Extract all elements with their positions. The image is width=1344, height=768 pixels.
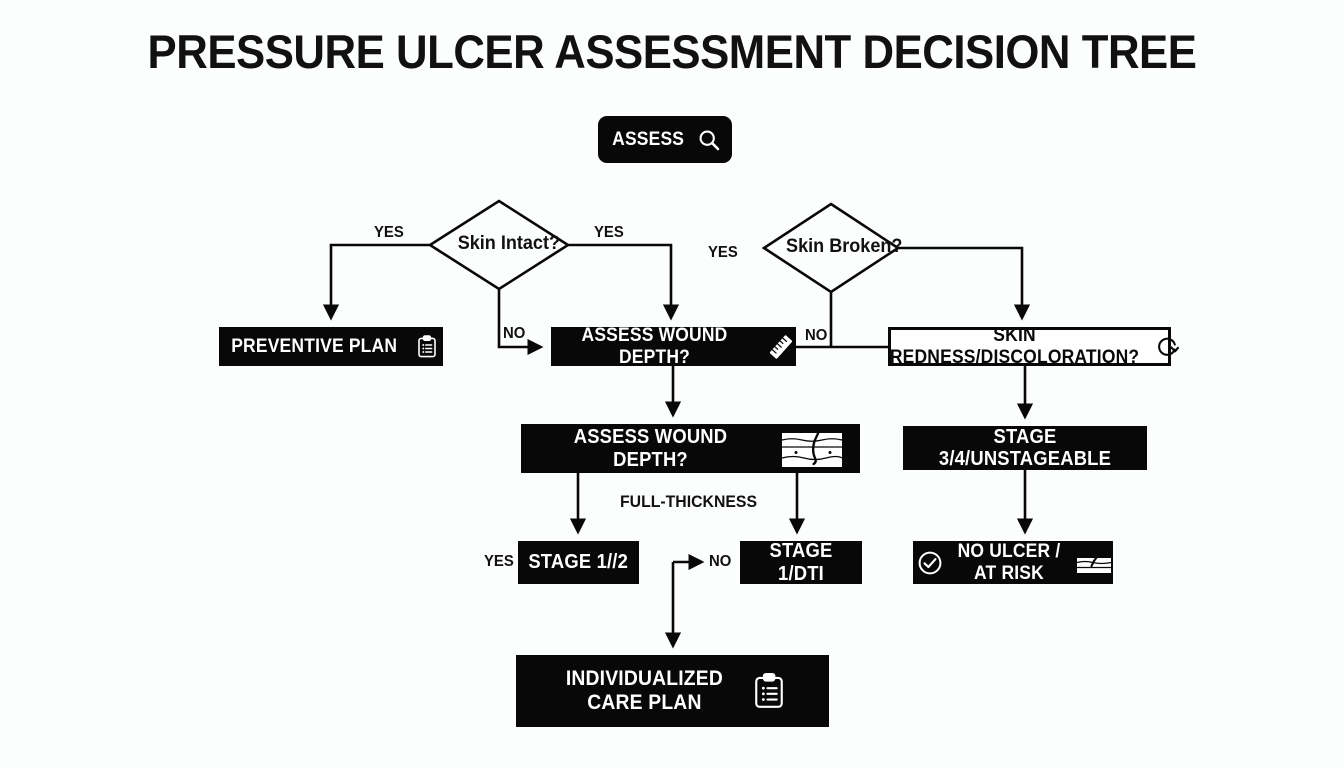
- node-preventive-plan-label: PREVENTIVE PLAN: [231, 335, 397, 357]
- edge-label-no-stage: NO: [709, 553, 732, 570]
- edge-skin-broken-yes-to-skin-redness: [898, 246, 1031, 321]
- node-skin-redness-label: SKIN REDNESS/DISCOLORATION?: [889, 325, 1140, 368]
- node-assess-label: ASSESS: [612, 128, 685, 150]
- page-title: PRESSURE ULCER ASSESSMENT DECISION TREE: [147, 25, 1197, 78]
- magnifier-icon: [697, 128, 721, 152]
- node-preventive-plan[interactable]: PREVENTIVE PLAN: [219, 327, 443, 366]
- node-individualized-care-plan-label: INDIVIDUALIZED CARE PLAN: [565, 667, 724, 714]
- edge-skin-intact-yes-to-assess-wound-depth: [568, 243, 680, 321]
- node-assess-wound-depth-2-label: ASSESS WOUND DEPTH?: [573, 426, 728, 471]
- edge-label-full-thickness: FULL-THICKNESS: [620, 492, 758, 511]
- edge-label-yes-left: YES: [374, 224, 404, 241]
- node-assess-wound-depth-2[interactable]: ASSESS WOUND DEPTH?: [521, 424, 860, 473]
- node-individualized-care-plan[interactable]: INDIVIDUALIZED CARE PLAN: [516, 655, 829, 727]
- skin-cross-section-icon: [780, 426, 844, 471]
- skin-dressing-icon: [1075, 548, 1113, 578]
- edge-label-yes-skin-broken: YES: [708, 244, 738, 261]
- node-no-ulcer-at-risk[interactable]: NO ULCER / AT RISK: [913, 541, 1113, 584]
- diamond-skin-broken-label: Skin Broken?: [786, 236, 903, 257]
- edge-label-no-skin-broken: NO: [805, 327, 828, 344]
- edge-label-yes-stage: YES: [484, 553, 514, 570]
- edge-skin-intact-yes-to-preventive-plan: [322, 243, 430, 321]
- clipboard-icon: [416, 334, 438, 359]
- node-assess[interactable]: ASSESS: [598, 116, 732, 163]
- node-no-ulcer-label: NO ULCER / AT RISK: [957, 541, 1061, 584]
- diamond-skin-intact-label: Skin Intact?: [457, 233, 560, 254]
- node-stage-3-4-unstageable[interactable]: STAGE 3/4/UNSTAGEABLE: [903, 426, 1147, 470]
- node-stage-1-dti[interactable]: STAGE 1/DTI: [740, 540, 862, 585]
- node-skin-redness[interactable]: SKIN REDNESS/DISCOLORATION?: [888, 325, 1180, 368]
- edge-label-yes-right: YES: [594, 224, 624, 241]
- circular-arrow-icon: [1154, 334, 1180, 360]
- check-circle-icon: [917, 550, 943, 576]
- node-stage-1-2[interactable]: STAGE 1//2: [518, 541, 639, 584]
- ruler-icon: [766, 332, 796, 362]
- edge-label-no-skin-intact: NO: [503, 325, 526, 342]
- node-stage-1-2-label: STAGE 1//2: [528, 551, 629, 574]
- node-stage-3-4-label: STAGE 3/4/UNSTAGEABLE: [938, 425, 1112, 470]
- clipboard-icon: [752, 672, 786, 710]
- node-assess-wound-depth-1[interactable]: ASSESS WOUND DEPTH?: [551, 325, 796, 368]
- node-stage-1-dti-label: STAGE 1/DTI: [769, 540, 833, 585]
- node-assess-wound-depth-1-label: ASSESS WOUND DEPTH?: [581, 325, 728, 368]
